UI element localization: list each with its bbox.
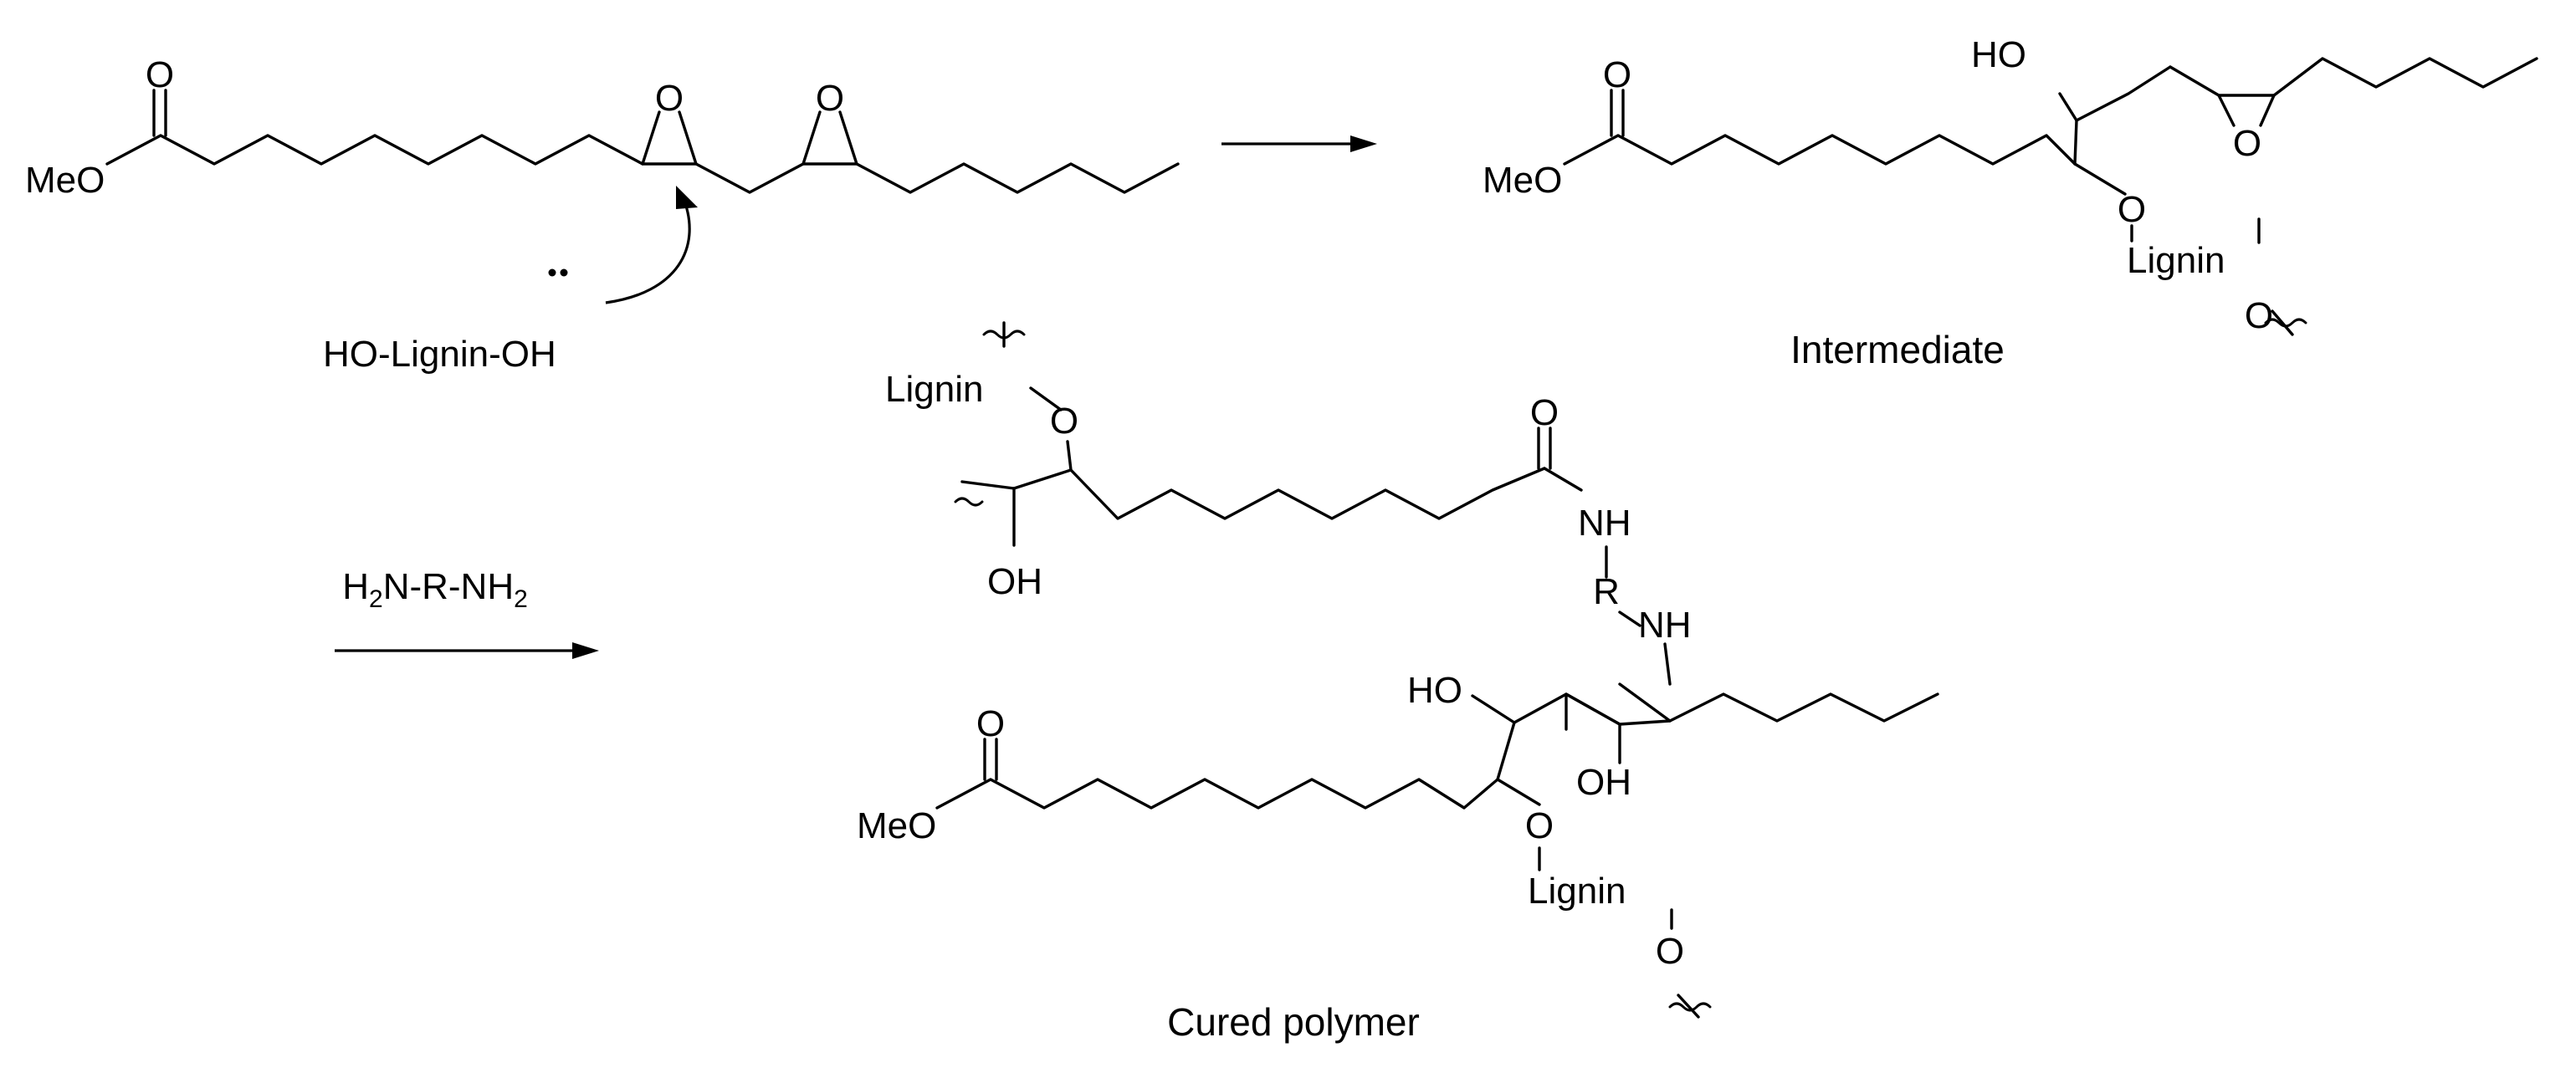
intermediate-molecule: MeO O HO O Lignin O O Intermediate [1483,34,2538,371]
intermediate-lignin: Lignin [2127,240,2225,281]
reaction-arrow-1-head [1350,135,1377,152]
product-top-ether-bonds [1029,386,1073,472]
reactant-carbonyl-double-bond [152,89,167,137]
product-amine-nh: NH [1638,605,1692,646]
lone-pair-dot-2 [560,268,568,277]
lignin-nucleophile: HO-Lignin-OH [323,268,568,375]
product-lower-wavy-cut [1668,1002,1712,1012]
product-left-cut-bond [960,480,1016,490]
reagent-label: H2N-R-NH2 [342,566,528,613]
attack-arrow [605,186,698,304]
intermediate-hydroxyl-bond [2058,92,2078,122]
reactant-molecule: MeO O O O [25,54,1180,201]
reactant-middle-chain [694,162,805,194]
product-lignin: Lignin [1528,871,1626,912]
intermediate-lignin-bonds [2130,217,2261,244]
reactant-epoxide-o1: O [655,78,684,119]
reactant-ester-backbone [105,134,644,166]
product-ho: HO [1407,670,1462,711]
intermediate-epoxide-o: O [2233,123,2261,164]
reactant-ester-o: MeO [25,160,105,201]
product-upper-chain [1012,467,1546,520]
product-lower-amine-chain [1618,682,1939,723]
reactant-epoxide-o2: O [816,78,844,119]
intermediate-ester-o: MeO [1483,160,1562,201]
reagent-condition: H2N-R-NH2 [342,566,528,613]
product-top-o: O [1050,401,1078,442]
product-amide-nh: NH [1578,503,1631,544]
intermediate-carbonyl-o: O [1603,54,1631,95]
product-lower-cut-bond [1677,994,1700,1019]
product-amide-carbonyl [1537,427,1552,470]
intermediate-chain-to-epoxide [2169,65,2220,97]
intermediate-lignin-o: O [2245,295,2273,336]
product-amide-bonds [1543,467,1641,627]
product-lower-carbonyl [983,738,998,781]
product-amine-bond [1663,642,1672,686]
product-diol-bonds [1471,692,1621,764]
product-left-wavy-cut [954,497,984,507]
product-caption: Cured polymer [1167,1000,1420,1044]
reactant-epoxide-ring-2 [801,110,858,166]
intermediate-ether-o: O [2118,189,2146,230]
product-lower-ether-bond [1496,778,1541,871]
reactant-pentyl-tail [855,162,1180,194]
intermediate-carbonyl-double-bond [1610,89,1625,137]
product-ester-o: MeO [857,805,936,846]
product-amide-o: O [1530,392,1559,433]
lone-pair-dot-1 [548,268,556,277]
intermediate-ring-opened-unit [2073,65,2172,166]
product-ether-o: O [1525,805,1554,846]
reactant-epoxide-ring-1 [641,110,698,166]
product-r: R [1593,571,1620,612]
attack-arrow-curve [605,200,691,304]
product-molecule: Lignin O OH O NH R NH HO OH MeO O O Lign… [857,321,1939,1044]
product-carbonyl-o: O [976,703,1005,744]
product-lignin-o: O [1656,931,1684,972]
intermediate-ether-bond [2073,162,2127,196]
reaction-arrow-2-head [572,642,599,659]
intermediate-cut-bond [2271,309,2294,336]
intermediate-hydroxyl: HO [1971,34,2026,75]
product-top-lignin: Lignin [885,369,983,410]
intermediate-pentyl-tail [2272,57,2538,97]
product-top-oh: OH [987,561,1042,602]
intermediate-caption: Intermediate [1790,328,2005,371]
product-lower-ester-backbone [935,721,1516,810]
reaction-arrow-1 [1221,135,1377,152]
intermediate-ester-backbone [1563,134,2077,166]
intermediate-epoxide-ring [2217,94,2276,127]
reactant-carbonyl-o: O [146,54,174,95]
lignin-nucleophile-label: HO-Lignin-OH [323,334,556,375]
attack-arrow-head [676,186,698,209]
product-oh: OH [1576,762,1631,803]
reaction-arrow-2 [335,642,599,659]
